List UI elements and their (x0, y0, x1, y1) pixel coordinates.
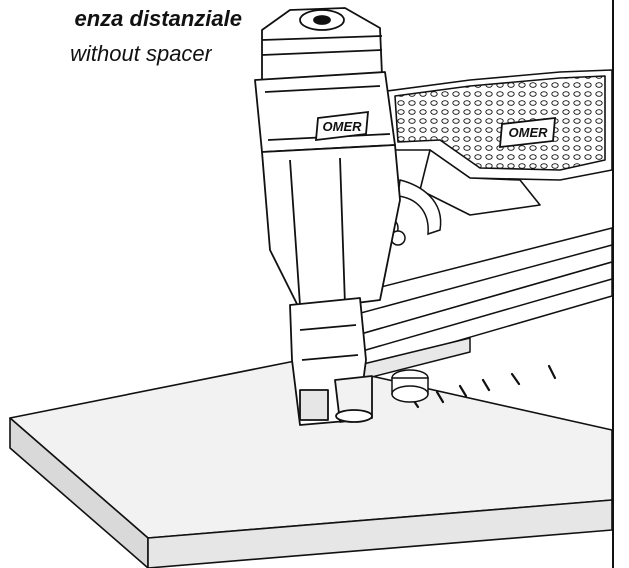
brand-label-head: OMER (323, 119, 363, 134)
brand-label-body: OMER (509, 125, 549, 140)
caption-italian: enza distanziale (74, 6, 242, 31)
caption-english: without spacer (70, 41, 212, 66)
magazine-rail (329, 227, 613, 381)
frame-border (612, 0, 614, 568)
adjuster-wheel (391, 369, 429, 403)
handle-grip (379, 69, 613, 216)
wooden-board (9, 359, 613, 568)
brand-plate-head: OMER (315, 110, 369, 142)
brand-plate-body: OMER (499, 116, 556, 149)
